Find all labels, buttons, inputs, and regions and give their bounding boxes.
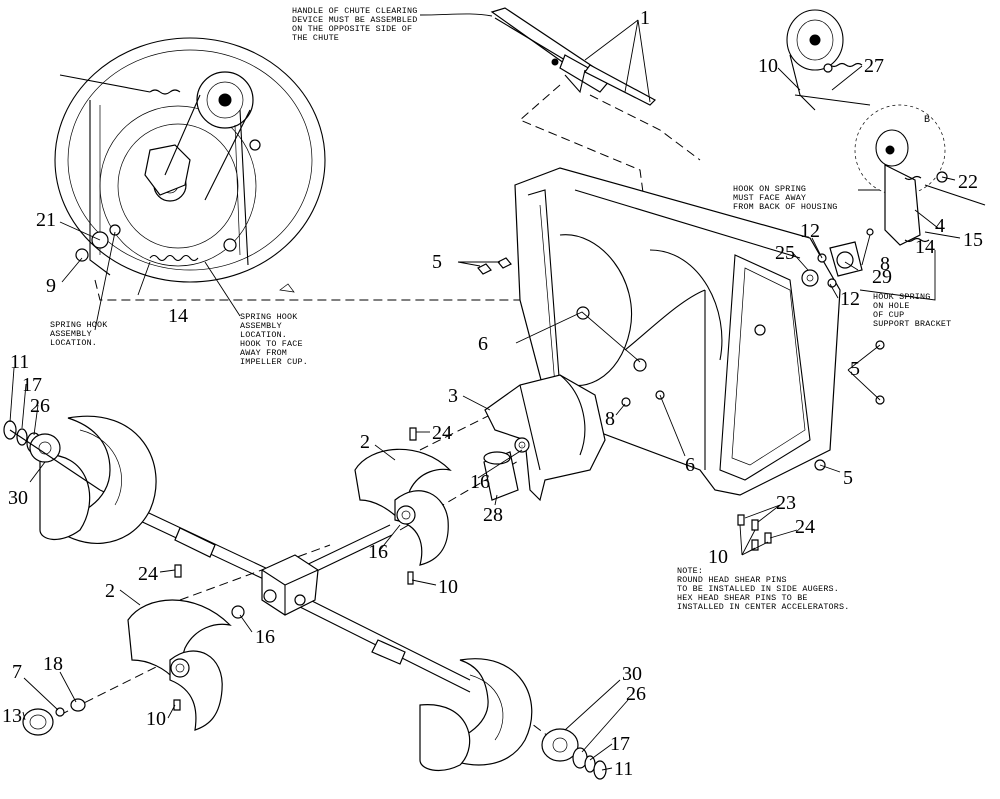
note-hook-hole-line: SUPPORT BRACKET <box>873 319 951 329</box>
callout-7: 7 <box>12 661 22 683</box>
callout-25: 25 <box>775 242 795 264</box>
note-chute-line: ON THE OPPOSITE SIDE OF <box>292 24 412 34</box>
detail-b: B <box>854 104 986 246</box>
note-shear-line: ROUND HEAD SHEAR PINS <box>677 575 787 585</box>
note-shear-line: TO BE INSTALLED IN SIDE AUGERS. <box>677 584 839 594</box>
callout-11: 11 <box>614 758 633 780</box>
washers <box>231 445 523 619</box>
callout-17: 17 <box>22 374 42 396</box>
callout-29: 29 <box>872 266 892 288</box>
callout-10: 10 <box>758 55 778 77</box>
leader-lines <box>9 13 961 771</box>
callout-numbers: 1 10 27 22 4 15 14 12 25 8 29 12 21 9 14… <box>2 7 983 780</box>
callout-24: 24 <box>795 516 815 538</box>
note-hook-spring-line: FROM BACK OF HOUSING <box>733 202 838 212</box>
note-chute-line: DEVICE MUST BE ASSEMBLED <box>292 15 417 25</box>
note-spring-hook-face: SPRING HOOK ASSEMBLY LOCATION. HOOK TO F… <box>240 312 308 367</box>
note-shear-line: NOTE: <box>677 566 703 576</box>
callout-13: 13 <box>2 705 22 727</box>
callout-28: 28 <box>483 504 503 526</box>
callout-30: 30 <box>622 663 642 685</box>
left-outer-auger <box>39 415 157 544</box>
callout-18: 18 <box>43 653 63 675</box>
callout-11: 11 <box>10 351 29 373</box>
callout-16: 16 <box>255 626 275 648</box>
callout-8: 8 <box>880 253 890 275</box>
note-shear-pins: NOTE: ROUND HEAD SHEAR PINS TO BE INSTAL… <box>677 566 849 612</box>
front-hub-parts <box>22 698 86 736</box>
note-spring-hook-line: LOCATION. <box>50 338 97 348</box>
callout-6: 6 <box>478 333 488 355</box>
callout-4: 4 <box>935 215 945 237</box>
left-bearing-stack <box>3 420 101 491</box>
callout-12: 12 <box>800 220 820 242</box>
callout-16: 16 <box>368 541 388 563</box>
note-spring-face-line: ASSEMBLY <box>240 321 282 331</box>
upper-center-auger <box>354 448 452 566</box>
note-spring-face-line: IMPELLER CUP. <box>240 357 308 367</box>
right-bearing-stack <box>541 728 607 780</box>
callout-1: 1 <box>640 7 650 29</box>
note-spring-hook: SPRING HOOK ASSEMBLY LOCATION. <box>50 320 108 348</box>
callout-21: 21 <box>36 209 56 231</box>
callout-5: 5 <box>843 467 853 489</box>
callout-24: 24 <box>432 422 452 444</box>
note-spring-face-line: HOOK TO FACE <box>240 339 303 349</box>
callout-24: 24 <box>138 563 158 585</box>
note-spring-face-line: SPRING HOOK <box>240 312 298 322</box>
impeller <box>484 374 606 502</box>
bushing <box>483 451 519 501</box>
gearbox <box>261 554 319 616</box>
note-hook-hole-line: OF CUP <box>873 310 904 320</box>
callout-22: 22 <box>958 171 978 193</box>
note-hook-on-spring: HOOK ON SPRING MUST FACE AWAY FROM BACK … <box>733 184 838 212</box>
callout-5: 5 <box>850 358 860 380</box>
note-spring-face-line: LOCATION. <box>240 330 287 340</box>
note-hook-spring-hole: HOOK SPRING ON HOLE OF CUP SUPPORT BRACK… <box>873 292 951 329</box>
note-spring-hook-line: ASSEMBLY <box>50 329 92 339</box>
note-chute-line: HANDLE OF CHUTE CLEARING <box>292 6 417 16</box>
callout-6: 6 <box>685 454 695 476</box>
callout-14: 14 <box>915 236 935 258</box>
callout-9: 9 <box>46 275 56 297</box>
callout-30: 30 <box>8 487 28 509</box>
callout-23: 23 <box>776 492 796 514</box>
shear-pins <box>173 427 772 711</box>
callout-10: 10 <box>146 708 166 730</box>
note-hook-spring-line: HOOK ON SPRING <box>733 184 806 194</box>
callout-2: 2 <box>105 580 115 602</box>
callout-10: 10 <box>438 576 458 598</box>
callout-17: 17 <box>610 733 630 755</box>
note-shear-line: INSTALLED IN CENTER ACCELERATORS. <box>677 602 849 612</box>
callout-3: 3 <box>448 385 458 407</box>
note-shear-line: HEX HEAD SHEAR PINS TO BE <box>677 593 808 603</box>
right-outer-auger <box>419 658 533 772</box>
impeller-pulley-assembly <box>54 37 326 293</box>
idler-pulley-detail <box>786 9 871 111</box>
lower-center-auger <box>127 599 232 731</box>
callout-26: 26 <box>626 683 646 705</box>
callout-14: 14 <box>168 305 188 327</box>
callout-15: 15 <box>963 229 983 251</box>
callout-5: 5 <box>432 251 442 273</box>
note-chute: HANDLE OF CHUTE CLEARING DEVICE MUST BE … <box>292 6 417 43</box>
callout-10: 10 <box>708 546 728 568</box>
callout-16: 16 <box>470 471 490 493</box>
callout-8: 8 <box>605 408 615 430</box>
callout-26: 26 <box>30 395 50 417</box>
note-hook-hole-line: HOOK SPRING <box>873 292 930 302</box>
callout-27: 27 <box>864 55 884 77</box>
callout-12: 12 <box>840 288 860 310</box>
note-spring-hook-line: SPRING HOOK <box>50 320 108 330</box>
note-hook-spring-line: MUST FACE AWAY <box>733 193 806 203</box>
note-hook-hole-line: ON HOLE <box>873 301 910 311</box>
chute-clearing-handle <box>490 7 656 106</box>
note-spring-face-line: AWAY FROM <box>240 348 287 358</box>
note-chute-line: THE CHUTE <box>292 33 339 43</box>
detail-label: B <box>924 115 930 126</box>
callout-2: 2 <box>360 431 370 453</box>
